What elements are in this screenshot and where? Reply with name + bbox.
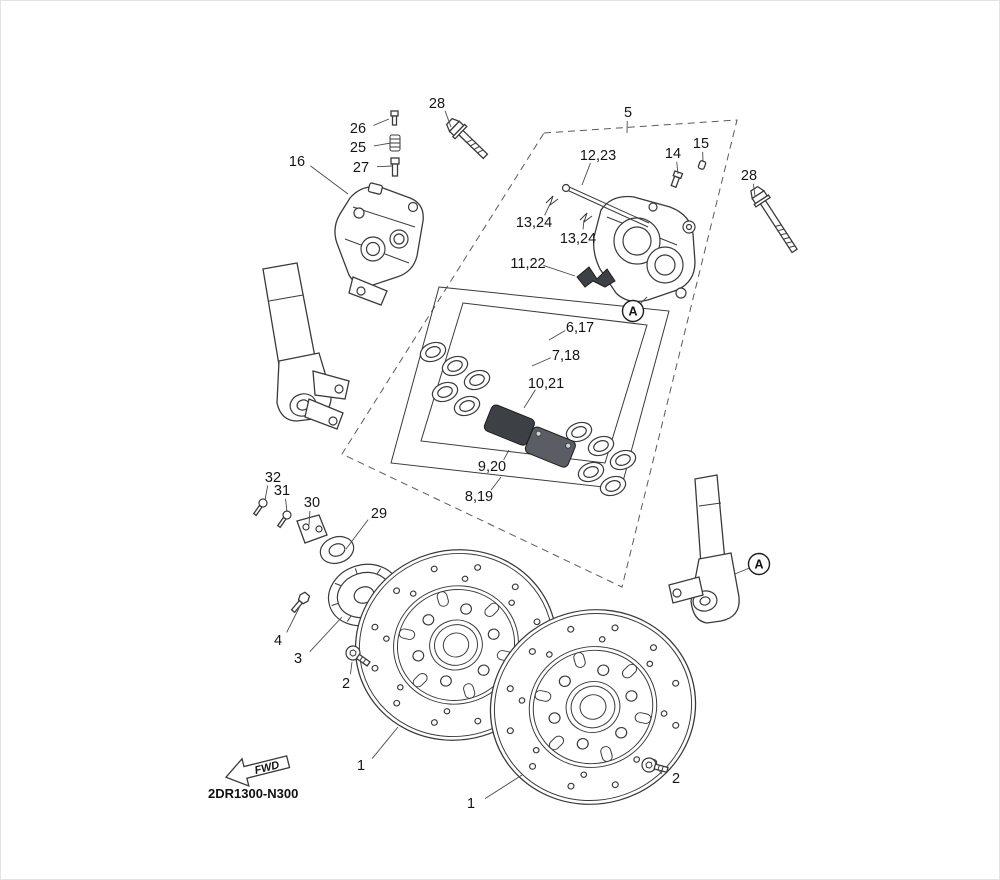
part-label-29: 29 <box>371 506 387 522</box>
pad-pin-clip <box>579 212 593 224</box>
bolt-4 <box>290 591 311 614</box>
part-code: 2DR1300-N300 <box>208 786 298 801</box>
leader-line <box>484 774 523 800</box>
leader-line <box>544 203 551 216</box>
part-label-9-20: 9,20 <box>478 459 506 475</box>
leader-line <box>752 183 756 197</box>
piston-seal-rings <box>419 341 637 497</box>
part-label-13-24: 13,24 <box>560 231 596 247</box>
right-brake-caliper <box>592 160 707 303</box>
part-label-31: 31 <box>274 483 290 499</box>
leader-line <box>373 118 390 126</box>
part-label-2: 2 <box>342 676 350 692</box>
leader-line <box>373 142 392 147</box>
leader-line <box>490 476 502 491</box>
part-label-6-17: 6,17 <box>566 320 594 336</box>
leader-line <box>657 768 663 775</box>
caliper-bolt-28-left <box>442 114 492 164</box>
screw-31 <box>276 510 292 529</box>
view-marker-circle <box>621 299 645 323</box>
part-label-27: 27 <box>353 160 369 176</box>
leader-line <box>345 519 369 550</box>
front-fork-left <box>262 262 350 430</box>
leader-line <box>285 498 288 513</box>
leader-line <box>582 219 585 230</box>
view-marker-label: A <box>628 305 637 319</box>
sensor-hub-29 <box>319 535 355 565</box>
sensor-bracket-30 <box>296 514 328 544</box>
leader-line <box>286 605 301 633</box>
part-label-28: 28 <box>741 168 757 184</box>
leader-line <box>264 485 269 501</box>
leader-line <box>349 661 353 675</box>
part-label-12-23: 12,23 <box>580 148 616 164</box>
part-label-7-18: 7,18 <box>552 348 580 364</box>
pad-spring <box>576 266 616 288</box>
leader-line <box>371 726 399 759</box>
leader-line <box>581 162 591 186</box>
fwd-label: FWD <box>253 759 280 777</box>
view-markers-layer: AA <box>621 296 771 576</box>
front-fork-right <box>668 474 740 624</box>
part-label-2: 2 <box>672 771 680 787</box>
part-label-3: 3 <box>294 651 302 667</box>
screw-32 <box>252 498 268 517</box>
part-label-5: 5 <box>624 105 632 121</box>
part-label-26: 26 <box>350 121 366 137</box>
pad-pin-clip <box>545 195 559 207</box>
bleed-cap-15 <box>697 160 707 170</box>
view-marker-label: A <box>754 558 763 572</box>
disc-bolt-2-left <box>345 645 371 667</box>
part-label-8-19: 8,19 <box>465 489 493 505</box>
left-brake-caliper <box>334 182 424 306</box>
part-label-10-21: 10,21 <box>528 376 564 392</box>
caliper-bolt-28-right <box>746 183 803 257</box>
leader-line <box>548 330 566 341</box>
leader-line <box>523 389 536 409</box>
part-label-1: 1 <box>357 758 365 774</box>
part-label-25: 25 <box>350 140 366 156</box>
leader-line <box>531 357 551 367</box>
part-label-30: 30 <box>304 495 320 511</box>
part-label-1: 1 <box>467 796 475 812</box>
pad-pin-and-clips <box>545 183 650 228</box>
dashed-assembly-box <box>341 119 738 588</box>
disc-bolt-2-right <box>641 757 669 774</box>
leader-line <box>310 165 349 195</box>
brake-pads <box>483 404 576 468</box>
part-label-15: 15 <box>693 136 709 152</box>
part-label-28: 28 <box>429 96 445 112</box>
brake-pad-rear <box>524 426 576 468</box>
view-marker-circle <box>747 552 771 576</box>
leader-line <box>308 510 311 526</box>
leader-line <box>676 161 679 175</box>
leader-line <box>543 264 576 277</box>
bleed-screw-set <box>389 110 401 177</box>
fwd-arrow: FWD <box>224 755 291 788</box>
part-label-14: 14 <box>665 146 681 162</box>
leader-line <box>376 165 393 168</box>
part-label-11-22: 11,22 <box>510 256 545 272</box>
part-label-13-24: 13,24 <box>516 215 552 231</box>
part-label-16: 16 <box>289 154 305 170</box>
bleed-screw-14 <box>670 170 684 189</box>
leader-line <box>309 616 343 653</box>
part-label-32: 32 <box>265 470 281 486</box>
leader-line <box>503 449 510 461</box>
leader-lines-layer <box>264 110 756 800</box>
part-label-4: 4 <box>274 633 282 649</box>
leader-line <box>444 110 452 128</box>
